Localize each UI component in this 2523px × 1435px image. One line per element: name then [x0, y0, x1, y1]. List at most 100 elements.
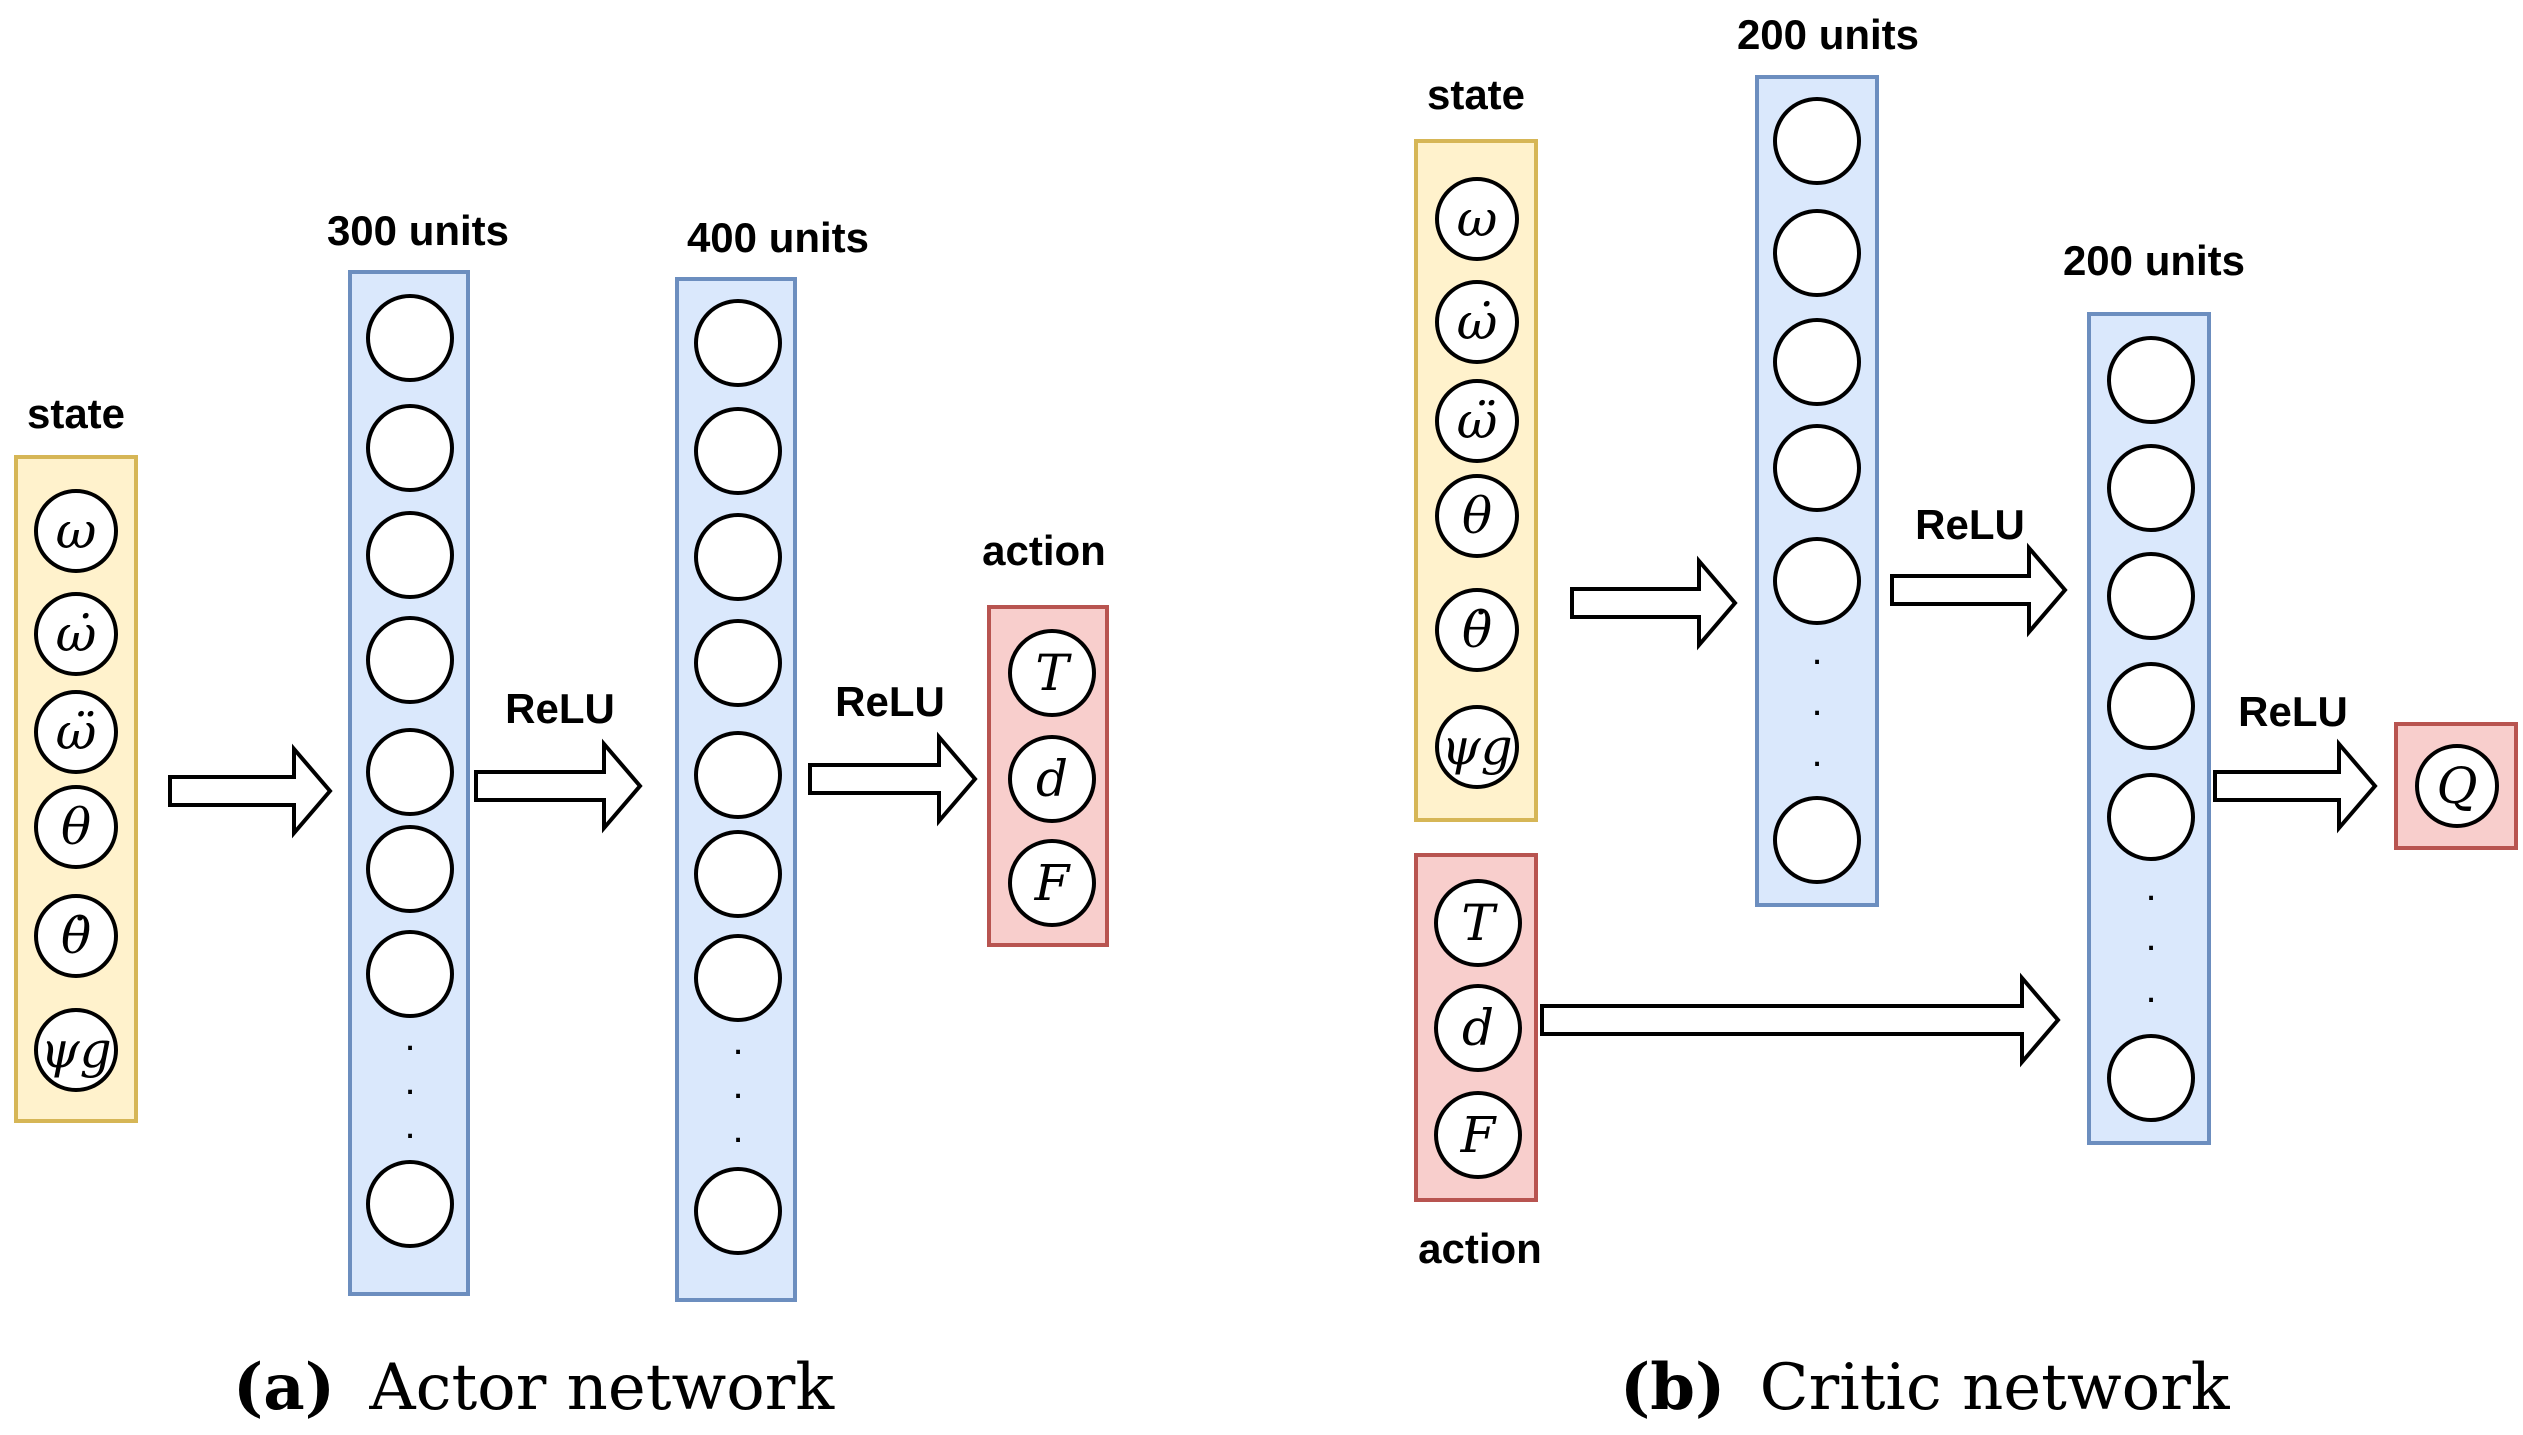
actor-hidden1-node: [366, 1160, 454, 1248]
actor-hidden1-node: [366, 404, 454, 492]
critic-hidden1-label: 200 units: [1737, 11, 1919, 58]
critic-state-node-symbol: ω: [1457, 190, 1498, 248]
actor-state-nodes: ω ω̇ ω̈ θ θ̇ ψg: [34, 489, 118, 1092]
critic-state-nodes: ωω̇ω̈θθ̇ψg: [1435, 177, 1519, 789]
critic-state-node-symbol: θ: [1462, 487, 1492, 545]
actor-hidden1-ellipsis-dot: .: [404, 1015, 415, 1059]
critic-hidden1-nodes: ...: [1773, 97, 1861, 884]
critic-hidden2-node: [2107, 1034, 2195, 1122]
critic-hidden2-node: [2107, 336, 2195, 424]
critic-q-node: [2415, 744, 2499, 828]
actor-state-node: [34, 785, 118, 869]
critic-action-arrow: [1540, 972, 2061, 1068]
critic-hidden2-node: [2107, 552, 2195, 640]
critic-state-node-symbol: θ̇: [1462, 601, 1492, 659]
actor-hidden1-nodes: ...: [366, 294, 454, 1248]
critic-caption-text: Critic network: [1760, 1351, 2231, 1425]
critic-state-node: [1435, 177, 1519, 261]
critic-state-node: [1435, 474, 1519, 558]
actor-relu-arrow-2: [808, 731, 978, 827]
critic-state-label: state: [1427, 71, 1525, 118]
critic-state-arrow: [1570, 555, 1738, 651]
actor-action-node: [1008, 735, 1096, 823]
actor-hidden1-node: [366, 930, 454, 1018]
critic-q-node-symbol: Q: [2437, 757, 2478, 815]
actor-state-node: [34, 690, 118, 774]
critic-caption-letter: (b): [1620, 1350, 1725, 1425]
actor-state-node: [34, 894, 118, 978]
actor-state-node-symbol: ω: [56, 502, 97, 560]
critic-action-node: [1434, 984, 1522, 1072]
critic-action-node: [1434, 879, 1522, 967]
actor-hidden1-node: [366, 825, 454, 913]
actor-relu-label-1: ReLU: [505, 685, 615, 732]
critic-hidden1-node: [1773, 318, 1861, 406]
actor-hidden2-nodes: ...: [694, 299, 782, 1255]
actor-action-node-symbol: F: [1034, 854, 1072, 912]
actor-state-label: state: [27, 390, 125, 437]
actor-state-node-symbol: θ̇: [61, 907, 91, 965]
actor-state-node-symbol: ψg: [40, 1021, 111, 1079]
actor-caption-text: Actor network: [368, 1351, 835, 1425]
actor-caption-letter: (a): [233, 1350, 335, 1425]
critic-hidden2-ellipsis-dot: .: [2145, 915, 2156, 959]
actor-hidden2-ellipsis-dot: .: [732, 1019, 743, 1063]
critic-action-nodes: TdF: [1434, 879, 1522, 1179]
critic-relu-label-1: ReLU: [1915, 501, 2025, 548]
actor-action-node-symbol: d: [1036, 750, 1068, 808]
critic-hidden1-node: [1773, 209, 1861, 297]
actor-state-node: [34, 489, 118, 573]
actor-hidden1-ellipsis-dot: .: [404, 1059, 415, 1103]
critic-action-node-symbol: F: [1460, 1106, 1498, 1164]
critic-output-node: Q: [2415, 744, 2499, 828]
critic-hidden2-nodes: ...: [2107, 336, 2195, 1122]
actor-caption: (a) Actor network: [233, 1350, 835, 1425]
critic-relu-arrow-1: [1890, 542, 2068, 638]
actor-relu-label-2: ReLU: [835, 678, 945, 725]
critic-hidden1-ellipsis-dot: .: [1811, 629, 1822, 673]
critic-relu-arrow-2: [2213, 738, 2378, 834]
actor-hidden2-node: [694, 830, 782, 918]
critic-hidden1-node: [1773, 97, 1861, 185]
critic-action-node-symbol: d: [1462, 999, 1494, 1057]
actor-hidden1-ellipsis-dot: .: [404, 1103, 415, 1147]
critic-state-node-symbol: ψg: [1441, 718, 1512, 776]
critic-state-node: [1435, 705, 1519, 789]
actor-hidden2-node: [694, 407, 782, 495]
actor-action-node: [1008, 839, 1096, 927]
actor-state-node-symbol: ω̈: [56, 703, 97, 761]
critic-action-node-symbol: T: [1461, 894, 1498, 952]
actor-hidden2-node: [694, 934, 782, 1022]
actor-state-node: [34, 1008, 118, 1092]
actor-action-node: [1008, 629, 1096, 717]
critic-hidden1-ellipsis-dot: .: [1811, 680, 1822, 724]
critic-state-node: [1435, 588, 1519, 672]
actor-hidden2-node: [694, 513, 782, 601]
actor-hidden2-ellipsis-dot: .: [732, 1063, 743, 1107]
actor-state-node-symbol: ω̇: [56, 605, 97, 663]
critic-hidden2-label: 200 units: [2063, 237, 2245, 284]
actor-hidden2-node: [694, 299, 782, 387]
critic-hidden1-node: [1773, 537, 1861, 625]
critic-action-label: action: [1418, 1225, 1542, 1272]
critic-state-node: [1435, 280, 1519, 364]
critic-hidden2-node: [2107, 662, 2195, 750]
critic-relu-label-2: ReLU: [2238, 688, 2348, 735]
actor-hidden2-node: [694, 619, 782, 707]
actor-hidden2-node: [694, 731, 782, 819]
critic-arrows: [1540, 542, 2378, 1068]
actor-hidden1-node: [366, 728, 454, 816]
actor-network: state ωω̇ω̈θθ̇ψg 300 units ... 400 units…: [14, 207, 1109, 1302]
actor-hidden1-node: [366, 294, 454, 382]
actor-action-label: action: [982, 527, 1106, 574]
critic-network: state ωω̇ω̈θθ̇ψg action TdF 200 units ..…: [1414, 11, 2518, 1272]
actor-arrows: [168, 731, 978, 839]
actor-hidden2-label: 400 units: [687, 214, 869, 261]
critic-state-node-symbol: ω̇: [1457, 293, 1498, 351]
critic-hidden2-ellipsis-dot: .: [2145, 967, 2156, 1011]
actor-hidden2-ellipsis-dot: .: [732, 1107, 743, 1151]
actor-state-node-symbol: θ: [61, 798, 91, 856]
critic-hidden2-node: [2107, 444, 2195, 532]
actor-hidden1-node: [366, 616, 454, 704]
